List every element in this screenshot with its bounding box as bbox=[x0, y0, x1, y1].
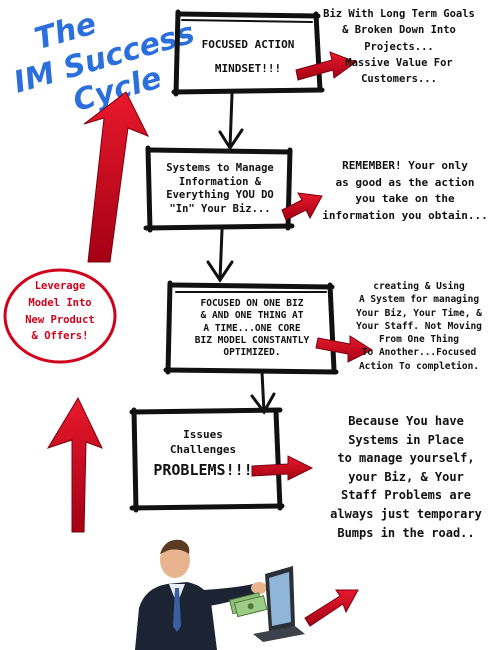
box-focus-line: FOCUSED ON ONE BIZ bbox=[200, 298, 304, 309]
leverage-line: & Offers! bbox=[31, 330, 89, 343]
note-goals-line: Biz With Long Term Goals bbox=[323, 8, 475, 20]
box-focus: FOCUSED ON ONE BIZ & AND ONE THING AT A … bbox=[174, 298, 330, 360]
note-because-line: to manage yourself, bbox=[337, 451, 475, 466]
box-problems-line: Challenges bbox=[169, 442, 237, 456]
businessman-photo bbox=[135, 539, 305, 650]
note-creating-line: creating & Using bbox=[373, 281, 465, 292]
note-because-line: Because You have bbox=[348, 414, 464, 428]
box-mindset-frame bbox=[171, 9, 325, 97]
note-goals-line: Massive Value For bbox=[345, 56, 453, 69]
box-focus-line: OPTIMIZED. bbox=[223, 347, 281, 359]
box-focus-line: & AND ONE THING AT bbox=[200, 310, 304, 322]
down-arrows bbox=[206, 92, 276, 415]
box-systems-line: "In" Your Biz... bbox=[169, 202, 271, 215]
note-goals-line: & Broken Down Into bbox=[342, 24, 456, 37]
note-creating-line: Your Biz, Your Time, & bbox=[356, 307, 482, 319]
box-systems-line: Information & bbox=[178, 175, 262, 188]
note-remember-line: information you obtain... bbox=[322, 208, 488, 222]
note-creating-line: From One Thing bbox=[378, 334, 460, 346]
leverage-line: Leverage bbox=[34, 280, 86, 292]
box-problems-line: Issues bbox=[183, 428, 223, 441]
leverage-line: Model Into bbox=[28, 296, 92, 309]
box-systems-line: Systems to Manage bbox=[166, 162, 274, 174]
note-remember: REMEMBER! Your only as good as the actio… bbox=[310, 158, 500, 224]
leverage-line: New Product bbox=[25, 313, 95, 326]
note-goals: Biz With Long Term Goals & Broken Down I… bbox=[300, 6, 498, 87]
box-systems-line: Everything YOU DO bbox=[166, 189, 274, 202]
note-because-line: Staff Problems are bbox=[340, 488, 472, 503]
box-mindset-line: MINDSET!!! bbox=[214, 61, 282, 75]
note-because-line: always just temporary bbox=[330, 506, 482, 521]
box-problems-line: PROBLEMS!!! bbox=[153, 460, 253, 479]
box-systems: Systems to Manage Information & Everythi… bbox=[152, 162, 288, 217]
box-focus-line: BIZ MODEL CONSTANTLY bbox=[194, 335, 310, 347]
note-creating-line: A System for managing bbox=[358, 294, 480, 306]
box-mindset: FOCUSED ACTION MINDSET!!! bbox=[180, 38, 316, 76]
note-because-line: your Biz, & Your bbox=[348, 469, 464, 484]
red-up-arrows bbox=[46, 91, 150, 533]
box-focus-frame bbox=[163, 280, 339, 375]
note-creating-line: Action To completion. bbox=[358, 360, 480, 372]
note-remember-line: you take on the bbox=[355, 192, 455, 205]
note-remember-line: as good as the action bbox=[335, 175, 475, 189]
note-creating: creating & Using A System for managing Y… bbox=[338, 280, 500, 373]
note-because-line: Bumps in the road.. bbox=[337, 525, 475, 540]
note-goals-line: Customers... bbox=[361, 73, 437, 86]
note-goals-line: Projects... bbox=[364, 40, 434, 53]
note-creating-line: To Another...Focused bbox=[361, 347, 477, 359]
note-because: Because You have Systems in Place to man… bbox=[312, 412, 500, 542]
box-focus-line: A TIME...ONE CORE bbox=[203, 322, 301, 334]
leverage-note: Leverage Model Into New Product & Offers… bbox=[10, 278, 110, 345]
red-arrows bbox=[251, 51, 374, 627]
box-problems: Issues Challenges PROBLEMS!!! bbox=[140, 428, 266, 480]
note-creating-line: Your Staff. Not Moving bbox=[356, 320, 482, 332]
leverage-circle bbox=[3, 268, 117, 364]
box-problems-frame bbox=[129, 407, 285, 513]
note-remember-line: REMEMBER! Your only bbox=[342, 159, 468, 172]
note-because-line: Systems in Place bbox=[348, 432, 464, 447]
box-mindset-line: FOCUSED ACTION bbox=[201, 38, 295, 51]
